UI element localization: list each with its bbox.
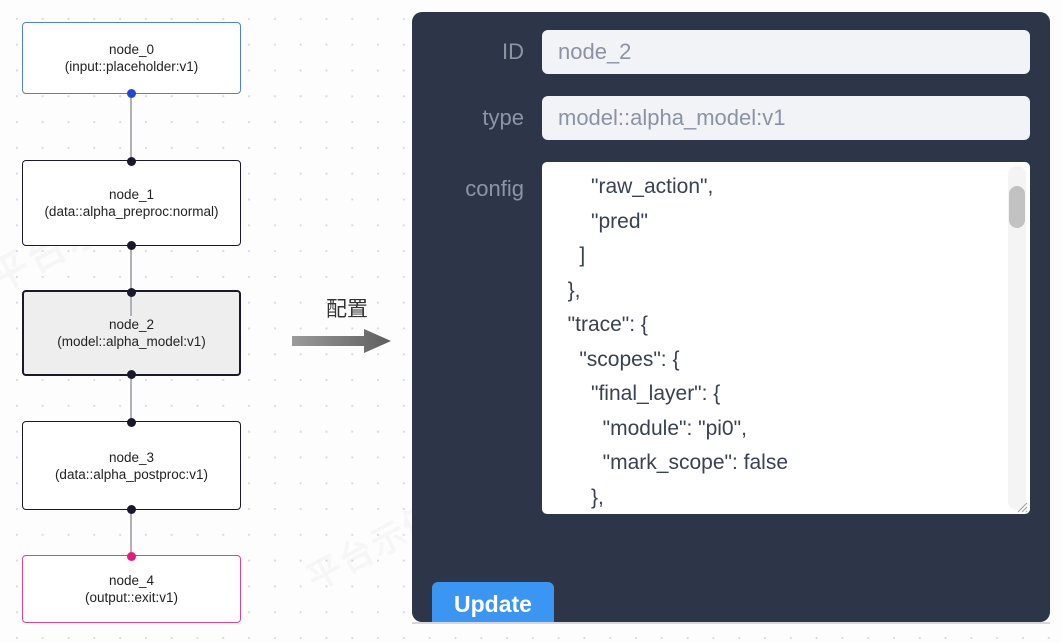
node-handle-bottom[interactable] (127, 88, 136, 98)
node-title: node_0 (108, 42, 155, 57)
config-panel: ID node_2 type model::alpha_model:v1 con… (412, 12, 1050, 622)
flow-node-node_4[interactable]: node_4 (output::exit:v1) (22, 551, 241, 623)
node-handle-top[interactable] (127, 551, 136, 561)
node-handle-bottom[interactable] (127, 240, 136, 250)
node-handle-bottom[interactable] (127, 369, 136, 379)
field-row-id: ID node_2 (432, 30, 1030, 74)
edge-node1-node2 (130, 246, 132, 316)
update-button[interactable]: Update (432, 582, 554, 622)
field-row-config: config "raw_action", "pred" ] }, "trace"… (432, 162, 1030, 514)
node-title: node_1 (108, 187, 155, 202)
config-scrollbar-thumb[interactable] (1009, 186, 1025, 228)
node-title: node_4 (108, 573, 155, 588)
right-arrow-icon (292, 328, 402, 359)
node-title: node_2 (108, 317, 155, 332)
config-scrollbar-track[interactable] (1008, 166, 1026, 510)
flow-node-node_1[interactable]: node_1 (data::alpha_preproc:normal) (22, 156, 241, 250)
type-input[interactable]: model::alpha_model:v1 (542, 96, 1030, 140)
edge-node3-node4 (130, 510, 132, 555)
node-subtitle: (input::placeholder:v1) (64, 59, 199, 74)
annotation-group: 配置 (292, 296, 402, 358)
node-subtitle: (data::alpha_preproc:normal) (44, 204, 219, 219)
type-field-label: type (482, 105, 524, 130)
field-row-type: type model::alpha_model:v1 (432, 96, 1030, 140)
node-subtitle: (model::alpha_model:v1) (57, 334, 206, 349)
node-subtitle: (data::alpha_postproc:v1) (54, 466, 209, 482)
config-field-label: config (465, 176, 524, 201)
config-textarea-wrapper[interactable]: "raw_action", "pred" ] }, "trace": { "sc… (542, 162, 1030, 514)
node-handle-top[interactable] (127, 156, 136, 166)
node-title: node_3 (108, 449, 155, 465)
flow-node-node_0[interactable]: node_0 (input::placeholder:v1) (22, 22, 241, 98)
node-handle-top[interactable] (127, 287, 136, 297)
annotation-label: 配置 (326, 297, 368, 321)
edge-node2-node3 (130, 376, 132, 421)
id-field-label: ID (502, 39, 524, 64)
panel-bottom-edge (412, 622, 1050, 624)
node-handle-top[interactable] (127, 417, 136, 427)
flow-node-node_3[interactable]: node_3 (data::alpha_postproc:v1) (22, 417, 241, 514)
node-subtitle: (output::exit:v1) (84, 590, 179, 605)
node-handle-bottom[interactable] (127, 504, 136, 514)
config-textarea[interactable]: "raw_action", "pred" ] }, "trace": { "sc… (567, 175, 788, 509)
edge-node0-node1 (130, 90, 132, 160)
id-input[interactable]: node_2 (542, 30, 1030, 74)
resize-grip-icon[interactable] (1014, 499, 1028, 513)
